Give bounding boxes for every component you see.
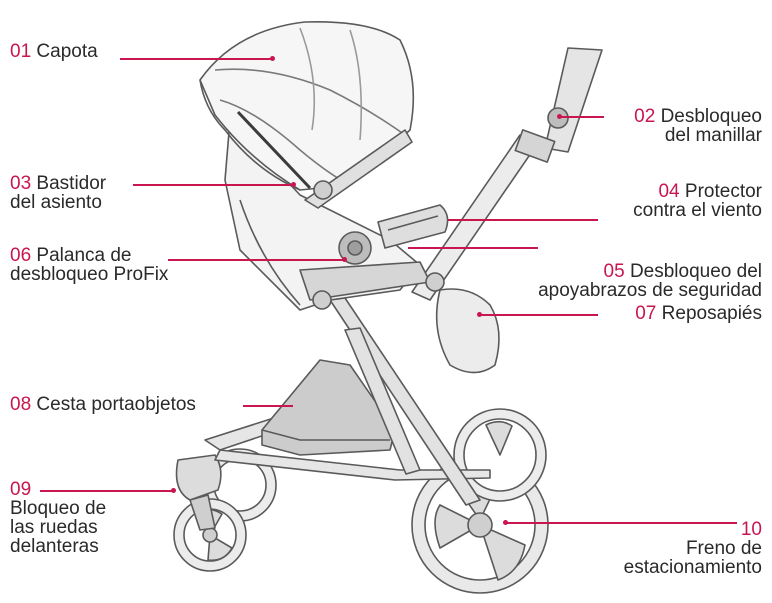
label-palanca-profix: 06 Palanca de desbloqueo ProFix [10, 246, 168, 284]
label-number: 06 [10, 245, 31, 266]
leader-dot-03 [291, 182, 296, 187]
label-text: Cesta portaobjetos [36, 394, 196, 415]
leader-dot-01 [270, 56, 275, 61]
label-freno-estacionamiento: 10 Freno de estacionamiento [624, 520, 762, 577]
label-capota: 01 Capota [10, 42, 98, 61]
label-number: 02 [634, 106, 655, 127]
label-text: desbloqueo ProFix [10, 265, 168, 284]
label-text: del manillar [634, 126, 762, 145]
label-number: 08 [10, 394, 31, 415]
label-number: 10 [624, 520, 762, 539]
label-text: Bastidor [36, 173, 106, 194]
leader-03 [133, 184, 293, 186]
label-desbloqueo-manillar: 02 Desbloqueo del manillar [634, 107, 762, 145]
label-text: las ruedas [10, 518, 106, 537]
leader-01 [120, 58, 272, 60]
leader-dot-06 [342, 257, 347, 262]
label-text: Protector [685, 181, 762, 202]
leader-04 [448, 219, 598, 221]
label-number: 03 [10, 173, 31, 194]
label-text: Desbloqueo del [630, 261, 762, 282]
label-text: Palanca de [36, 245, 131, 266]
label-text: delanteras [10, 537, 106, 556]
leader-05 [408, 247, 538, 249]
leader-02 [560, 116, 604, 118]
label-number: 01 [10, 41, 31, 62]
leader-08 [243, 405, 293, 407]
label-text: Freno de [624, 539, 762, 558]
label-text: apoyabrazos de seguridad [538, 281, 762, 300]
leader-dot-07 [477, 312, 482, 317]
label-text: Capota [36, 41, 97, 62]
label-text: estacionamiento [624, 558, 762, 577]
label-number: 09 [10, 480, 106, 499]
label-desbloqueo-apoyabrazos: 05 Desbloqueo del apoyabrazos de segurid… [538, 262, 762, 300]
label-text: contra el viento [633, 201, 762, 220]
leader-07 [480, 314, 598, 316]
leader-06 [168, 259, 344, 261]
label-protector-viento: 04 Protector contra el viento [633, 182, 762, 220]
label-text: del asiento [10, 193, 106, 212]
label-number: 07 [635, 303, 656, 324]
label-text: Bloqueo de [10, 499, 106, 518]
leader-dot-10 [503, 520, 508, 525]
label-number: 04 [658, 181, 679, 202]
label-number: 05 [604, 261, 625, 282]
label-bastidor-asiento: 03 Bastidor del asiento [10, 174, 106, 212]
leader-dot-09 [171, 488, 176, 493]
leader-dot-02 [557, 114, 562, 119]
label-reposapies: 07 Reposapiés [635, 304, 762, 323]
label-text: Reposapiés [662, 303, 762, 324]
label-cesta-portaobjetos: 08 Cesta portaobjetos [10, 395, 196, 414]
label-bloqueo-ruedas: 09 Bloqueo de las ruedas delanteras [10, 480, 106, 556]
label-text: Desbloqueo [661, 106, 762, 127]
